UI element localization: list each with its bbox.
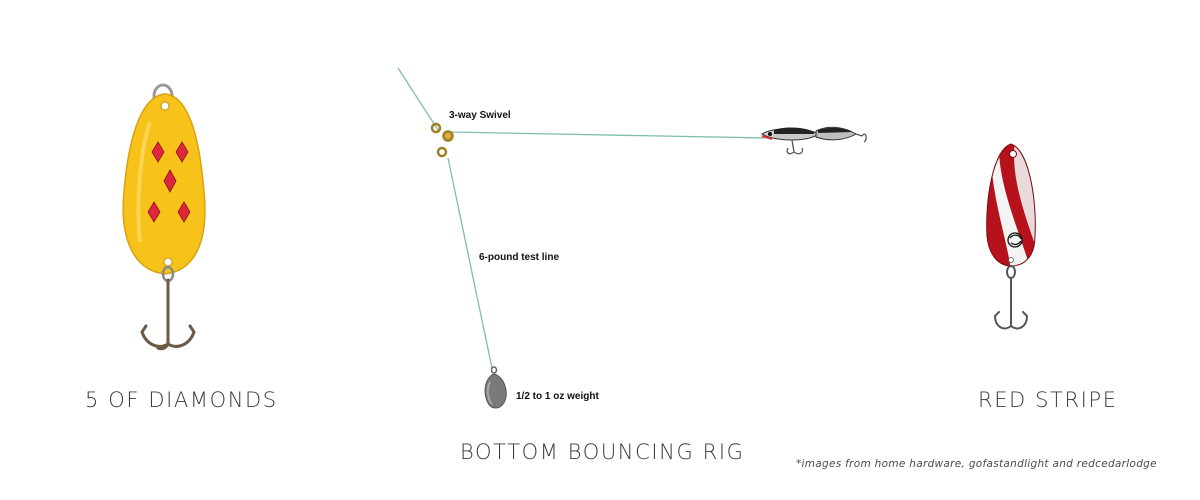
red-stripe-spoon-image [986, 143, 1036, 330]
five-of-diamonds-caption: 5 OF DIAMONDS [85, 388, 278, 412]
five-of-diamonds-spoon-image [122, 83, 206, 351]
spoon-logo-emblem [1007, 232, 1023, 248]
swivel-label: 3-way Swivel [449, 110, 511, 121]
weight-label: 1/2 to 1 oz weight [516, 391, 599, 402]
bottom-bouncing-rig-diagram [397, 67, 867, 409]
crankbait-lure-icon [761, 126, 867, 155]
bottom-bouncing-rig-caption: BOTTOM BOUNCING RIG [460, 440, 745, 464]
image-credit: *images from home hardware, gofastandlig… [796, 458, 1157, 470]
three-way-swivel-icon [430, 122, 454, 158]
red-stripe-caption: RED STRIPE [978, 388, 1118, 412]
sinker-weight-icon [484, 366, 507, 409]
line-label: 6-pound test line [479, 252, 559, 263]
